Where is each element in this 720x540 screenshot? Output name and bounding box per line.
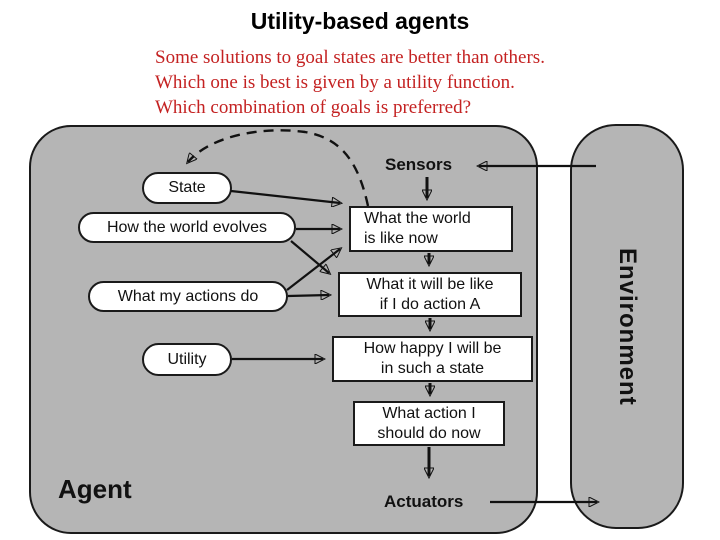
- utility-node: Utility: [142, 343, 232, 376]
- world-now-box: What the world is like now: [349, 206, 513, 252]
- world-evolves-node: How the world evolves: [78, 212, 296, 243]
- future-state-line-1: What it will be like: [366, 275, 494, 293]
- future-state-box: What it will be like if I do action A: [338, 272, 522, 317]
- happiness-box: How happy I will be in such a state: [332, 336, 533, 382]
- intro-line-1: Some solutions to goal states are better…: [155, 47, 545, 68]
- intro-line-2: Which one is best is given by a utility …: [155, 72, 515, 93]
- sensors-label: Sensors: [385, 155, 453, 174]
- agent-label: Agent: [58, 474, 132, 504]
- action-box: What action I should do now: [353, 401, 505, 446]
- action-line-2: should do now: [377, 424, 481, 442]
- environment-label: Environment: [614, 247, 641, 406]
- environment-panel: Environment: [570, 124, 684, 529]
- world-now-line-1: What the world: [364, 210, 471, 227]
- future-state-line-2: if I do action A: [379, 295, 481, 313]
- page-title: Utility-based agents: [250, 8, 470, 34]
- intro-text: Some solutions to goal states are better…: [155, 45, 545, 120]
- intro-line-3: Which combination of goals is preferred?: [155, 97, 472, 118]
- my-actions-node: What my actions do: [88, 281, 288, 312]
- happiness-line-1: How happy I will be: [363, 340, 502, 357]
- happiness-line-2: in such a state: [380, 360, 485, 377]
- state-node: State: [142, 172, 232, 204]
- agent-panel: [29, 125, 538, 534]
- action-line-1: What action I: [382, 404, 476, 422]
- actuators-label: Actuators: [384, 492, 464, 511]
- world-now-line-2: is like now: [364, 230, 438, 247]
